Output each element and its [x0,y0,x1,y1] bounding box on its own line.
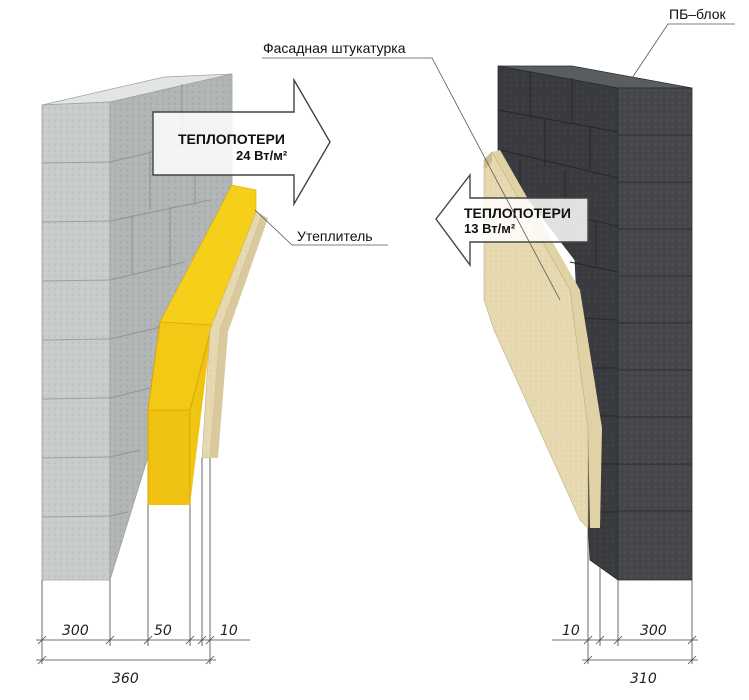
label-insulation: Утеплитель [297,228,373,244]
right-dim-total: 310 [630,671,657,687]
left-heat-loss-arrow: ТЕПЛОПОТЕРИ 24 Вт/м² [152,77,331,207]
label-facade-plaster: Фасадная штукатурка [263,40,406,56]
right-heat-loss-arrow: ТЕПЛОПОТЕРИ 13 Вт/м² [435,172,589,268]
left-heat-loss-value: 24 Вт/м² [236,148,288,163]
right-heat-loss-title: ТЕПЛОПОТЕРИ [464,205,571,221]
label-leaders [254,23,735,301]
left-dim-total: 360 [112,671,139,687]
left-dim-insulation: 50 [154,623,172,639]
left-dimension-lines [36,458,250,665]
right-dim-plaster: 10 [562,623,580,639]
left-dim-wall: 300 [62,623,89,639]
label-pb-block: ПБ–блок [669,6,727,22]
right-dim-block: 300 [640,623,667,639]
left-heat-loss-title: ТЕПЛОПОТЕРИ [178,131,285,147]
right-dimension-lines [552,528,698,665]
left-dim-plaster: 10 [220,623,238,639]
insulation-layer [147,184,257,505]
right-heat-loss-value: 13 Вт/м² [464,221,516,236]
